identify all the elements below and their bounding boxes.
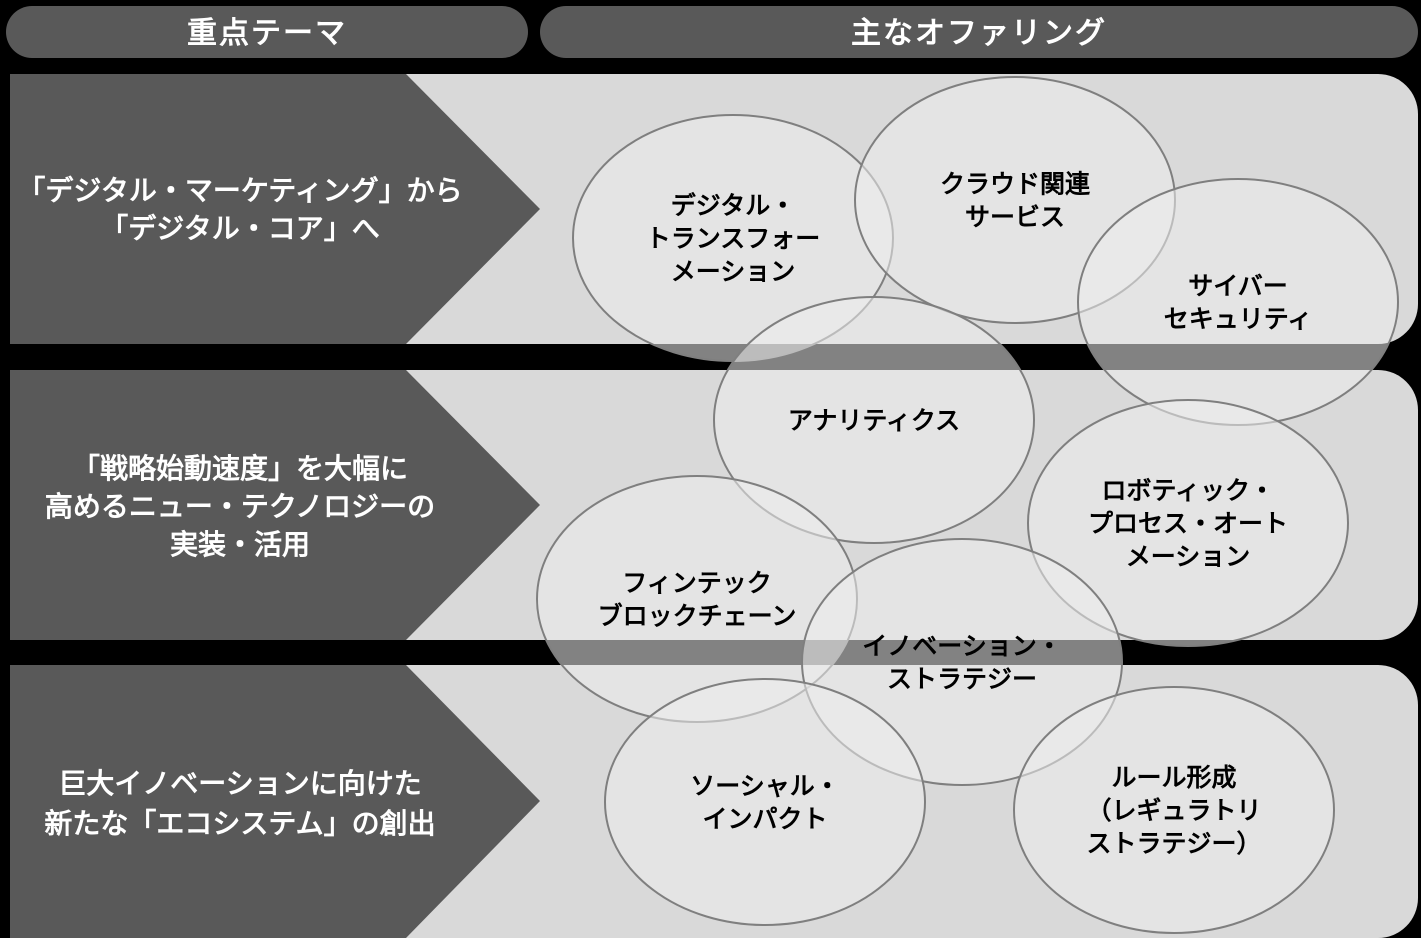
offering-label-digital-transformation-line-2: トランスフォー [646,224,821,253]
offering-label-fintech-line-2: ブロックチェーン [598,602,797,631]
offering-label-cyber-security-line-1: サイバー [1188,272,1288,301]
offering-label-innovation-strategy-line-1: イノベーション・ [862,632,1062,661]
offering-label-digital-transformation-line-1: デジタル・ [671,191,796,220]
offering-label-digital-transformation-line-3: メーション [671,257,796,286]
theme-arrow-2 [10,370,540,640]
offering-label-rpa-line-2: プロセス・オート [1088,509,1288,538]
theme-3-line-1: 巨大イノベーションに向けた [58,767,421,800]
offering-label-social-impact-line-1: ソーシャル・ [690,772,840,801]
theme-1-line-1: 「デジタル・マーケティング」から [17,174,462,207]
offering-texts: デジタル・トランスフォーメーションクラウド関連サービスサイバーセキュリティアナリ… [598,170,1313,859]
theme-arrow-1 [10,74,540,344]
offering-label-analytics-line-1: アナリティクス [788,406,960,435]
offering-label-rule-making-line-3: ストラテジー） [1086,829,1261,858]
theme-2-line-1: 「戦略始動速度」を大幅に [72,452,408,485]
offering-ellipses [536,76,1399,934]
offering-ellipse-analytics [713,296,1035,544]
theme-texts: 「デジタル・マーケティング」から「デジタル・コア」へ「戦略始動速度」を大幅に高め… [17,174,462,840]
offering-label-innovation-strategy-line-2: ストラテジー [887,665,1037,694]
offering-label-cloud-line-2: サービス [965,203,1065,232]
theme-3-line-2: 新たな「エコシステム」の創出 [44,807,435,840]
offering-label-fintech-line-1: フィンテック [622,569,772,598]
offering-label-social-impact-line-2: インパクト [702,805,827,834]
offering-label-cloud-line-1: クラウド関連 [940,170,1091,199]
offering-ellipse-rule-making [1013,686,1335,934]
header-themes-label: 重点テーマ [187,16,347,51]
offering-label-cyber-security-line-2: セキュリティ [1164,305,1313,334]
header-offerings-label: 主なオファリング [851,16,1107,51]
offering-label-rule-making-line-1: ルール形成 [1111,763,1236,792]
offering-label-rpa-line-1: ロボティック・ [1101,476,1274,505]
offering-ellipse-cyber-security [1077,178,1399,426]
theme-2-line-2: 高めるニュー・テクノロジーの [45,490,435,523]
theme-2-line-3: 実装・活用 [170,528,310,561]
header-themes: 重点テーマ [6,6,528,58]
offering-label-rule-making-line-2: （レギュラトリ [1086,796,1261,825]
header-offerings: 主なオファリング [540,6,1418,58]
theme-1-line-2: 「デジタル・コア」へ [100,212,379,245]
offering-ellipse-rpa [1027,399,1349,647]
theme-arrow-3 [10,665,540,938]
theme-arrows [10,74,540,938]
offering-label-rpa-line-3: メーション [1126,542,1251,571]
offering-ellipse-social-impact [604,678,926,926]
